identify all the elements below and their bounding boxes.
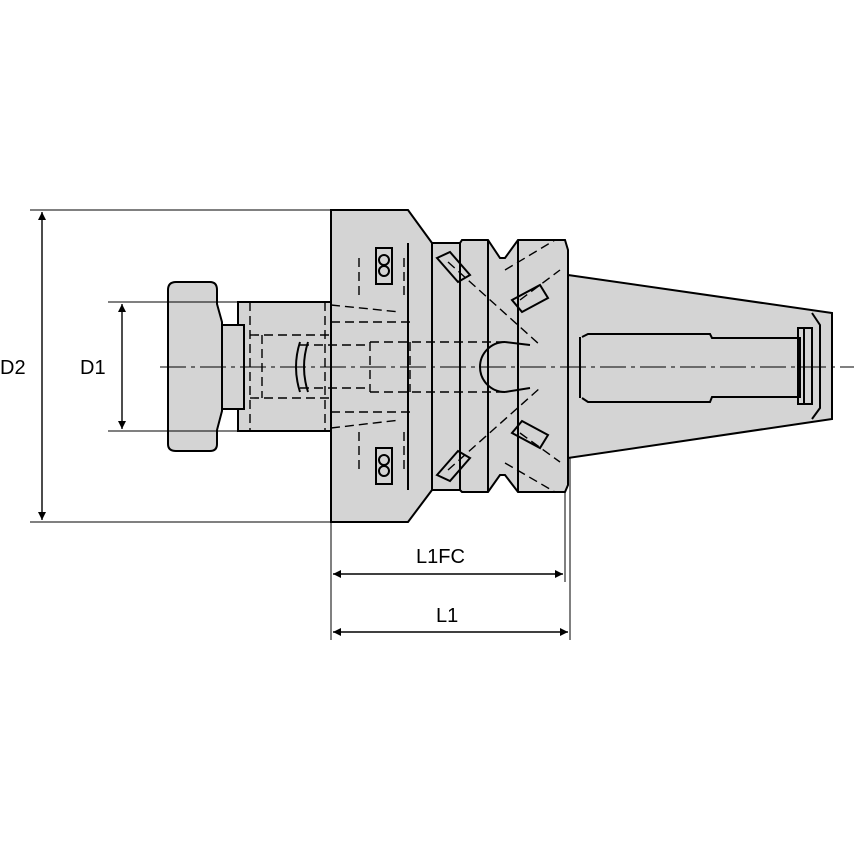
dimension-d1-label: D1	[80, 357, 106, 379]
dimension-l1fc: L1FC	[330, 492, 566, 640]
dimension-l1fc-label: L1FC	[416, 546, 465, 568]
dimension-d2-label: D2	[0, 357, 26, 379]
dimension-l1: L1	[333, 458, 571, 640]
dimension-d1: D1	[80, 301, 238, 432]
v-flange	[431, 239, 569, 493]
dimension-l1-label: L1	[436, 605, 458, 627]
dimension-d2: D2	[0, 209, 331, 523]
